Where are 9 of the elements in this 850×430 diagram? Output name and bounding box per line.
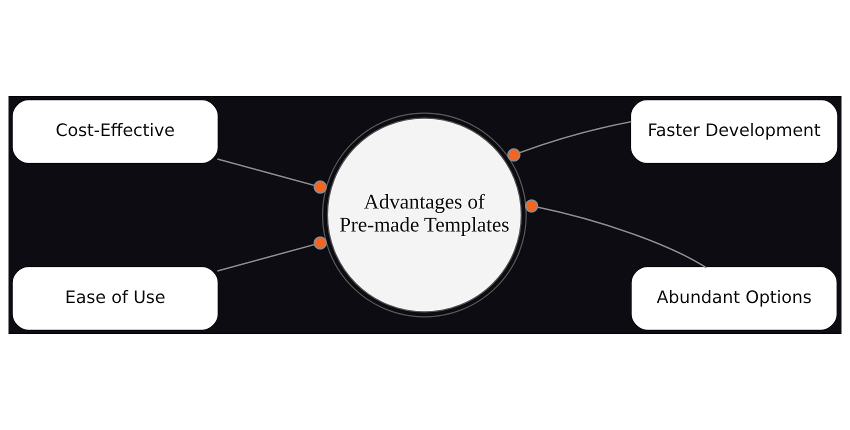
node-box: Cost-Effective	[12, 100, 218, 163]
node-box: Abundant Options	[632, 267, 837, 330]
connector	[217, 236, 327, 272]
connector	[507, 120, 632, 162]
connector	[524, 199, 707, 268]
node-box: Faster Development	[631, 100, 838, 163]
connector	[217, 158, 327, 194]
node-box: Ease of Use	[12, 267, 218, 330]
node-circle: Advantages of Pre-made Templates	[322, 112, 527, 318]
